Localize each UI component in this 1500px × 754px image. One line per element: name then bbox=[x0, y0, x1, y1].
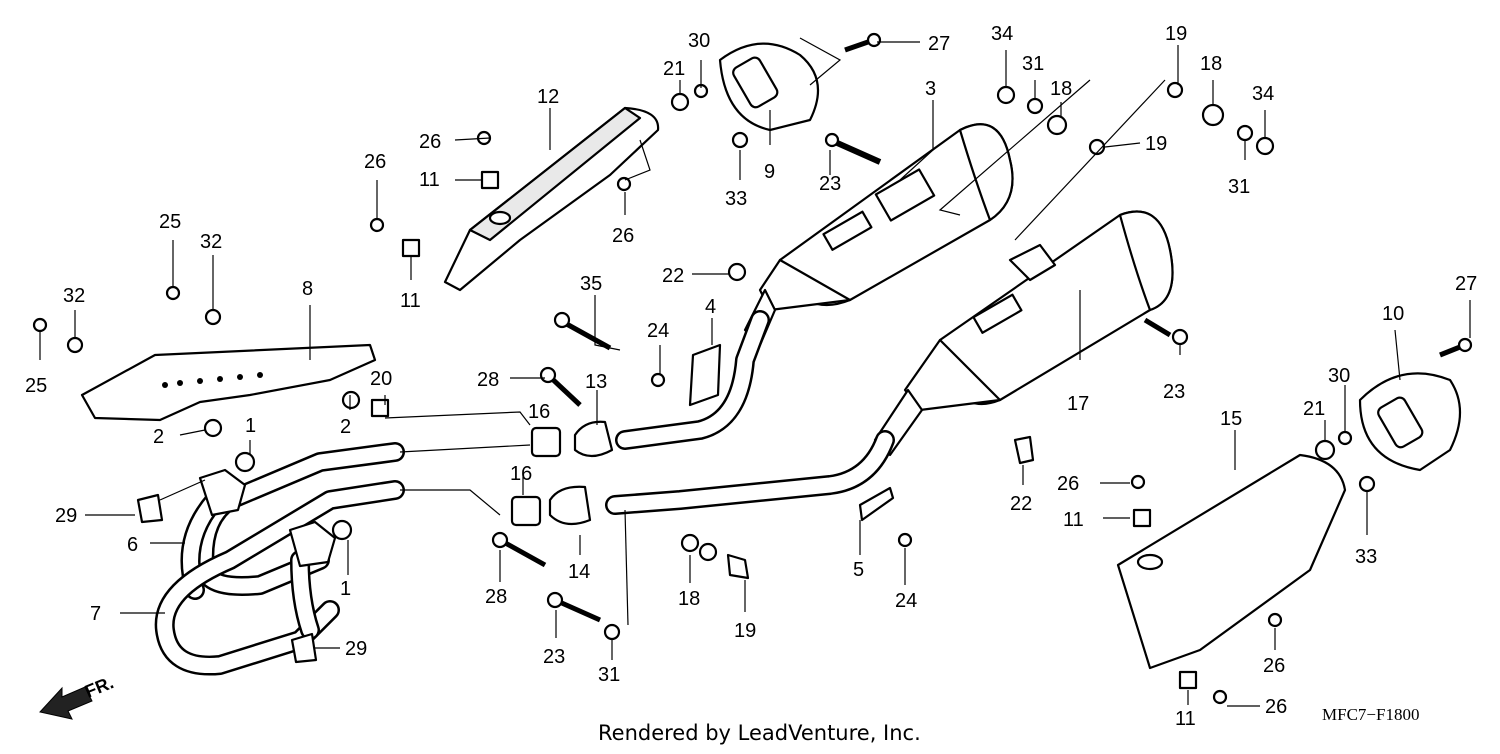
gasket-16-upper[interactable] bbox=[530, 426, 562, 458]
callout-18-topleft: 18 bbox=[1050, 78, 1072, 100]
callout-23-top: 23 bbox=[819, 173, 841, 195]
callout-24-top: 24 bbox=[647, 320, 669, 342]
callout-11-top: 11 bbox=[419, 169, 440, 191]
callout-21-top: 21 bbox=[663, 58, 685, 80]
callout-27-right: 27 bbox=[1455, 273, 1477, 295]
callout-1-lower: 1 bbox=[340, 578, 351, 600]
callout-25-left: 25 bbox=[25, 375, 47, 397]
callout-25-top: 25 bbox=[159, 211, 181, 233]
callout-24-lower: 24 bbox=[895, 590, 917, 612]
callout-15: 15 bbox=[1220, 408, 1242, 430]
bracket-4[interactable] bbox=[688, 343, 722, 407]
callout-16-lower: 16 bbox=[510, 463, 532, 485]
callout-33-top: 33 bbox=[725, 188, 747, 210]
callout-2-left: 2 bbox=[153, 426, 164, 448]
callout-26-top: 26 bbox=[419, 131, 441, 153]
callout-13: 13 bbox=[585, 371, 607, 393]
callout-23-right: 23 bbox=[1163, 381, 1185, 403]
callout-21-right: 21 bbox=[1303, 398, 1325, 420]
callout-32-left: 32 bbox=[63, 285, 85, 307]
callout-30-right: 30 bbox=[1328, 365, 1350, 387]
callout-35: 35 bbox=[580, 273, 602, 295]
callout-3: 3 bbox=[925, 78, 936, 100]
diagram-code: MFC7−F1800 bbox=[1322, 705, 1419, 724]
front-arrow-label: FR. bbox=[82, 672, 116, 701]
callout-26-bottom: 26 bbox=[1265, 696, 1287, 718]
leader-lines bbox=[39, 37, 1471, 707]
front-arrow: FR. bbox=[39, 672, 116, 720]
callout-8: 8 bbox=[302, 278, 313, 300]
callout-31-lower: 31 bbox=[598, 664, 620, 686]
callout-1-top: 1 bbox=[245, 415, 256, 437]
callout-33-right: 33 bbox=[1355, 546, 1377, 568]
pipe-protector-8[interactable] bbox=[80, 343, 377, 422]
callout-19-lower: 19 bbox=[734, 620, 756, 642]
gasket-16-lower[interactable] bbox=[510, 495, 542, 527]
callout-7: 7 bbox=[90, 603, 101, 625]
callout-26-upper-protector: 26 bbox=[612, 225, 634, 247]
front-arrow-icon bbox=[39, 686, 93, 720]
callout-20: 20 bbox=[370, 368, 392, 390]
callout-19-top: 19 bbox=[1165, 23, 1187, 45]
callout-28-top: 28 bbox=[477, 369, 499, 391]
muffler-lower[interactable] bbox=[873, 210, 1174, 457]
callout-18-lower: 18 bbox=[678, 588, 700, 610]
callout-23-lower: 23 bbox=[543, 646, 565, 668]
flange-lower[interactable] bbox=[288, 520, 337, 568]
link-pipe-lower[interactable] bbox=[605, 430, 895, 515]
clamp-14[interactable] bbox=[548, 485, 592, 526]
callout-31-topright: 31 bbox=[1228, 176, 1250, 198]
callout-4: 4 bbox=[705, 296, 716, 318]
callout-22-top: 22 bbox=[662, 265, 684, 287]
callout-29-lower: 29 bbox=[345, 638, 367, 660]
muffler-upper[interactable] bbox=[743, 123, 1014, 347]
callout-6: 6 bbox=[127, 534, 138, 556]
callout-17: 17 bbox=[1067, 393, 1089, 415]
callout-26-left: 26 bbox=[364, 151, 386, 173]
callout-26-lower-protector: 26 bbox=[1263, 655, 1285, 677]
rendered-by-footer: Rendered by LeadVenture, Inc. bbox=[598, 721, 921, 745]
callout-9: 9 bbox=[764, 161, 775, 183]
muffler-protector-15[interactable] bbox=[1116, 453, 1347, 670]
callout-29-upper: 29 bbox=[55, 505, 77, 527]
callout-31-topleft: 31 bbox=[1022, 53, 1044, 75]
end-cap-9[interactable] bbox=[718, 42, 820, 132]
flange-upper[interactable] bbox=[198, 468, 247, 517]
callout-14: 14 bbox=[568, 561, 590, 583]
callout-34-left: 34 bbox=[991, 23, 1013, 45]
callout-numbers: 27 30 21 34 31 18 19 18 34 12 3 26 11 9 … bbox=[25, 23, 1477, 730]
muffler-protector-12[interactable] bbox=[443, 106, 660, 292]
callout-30-top: 30 bbox=[688, 30, 710, 52]
callout-34-right: 34 bbox=[1252, 83, 1274, 105]
callout-19-mid: 19 bbox=[1145, 133, 1167, 155]
callout-5: 5 bbox=[853, 559, 864, 581]
bracket-bolt-23-top[interactable] bbox=[824, 132, 882, 165]
callout-32-top: 32 bbox=[200, 231, 222, 253]
bracket-5[interactable] bbox=[858, 486, 895, 522]
callout-11-right: 11 bbox=[1063, 509, 1084, 531]
callout-2-right: 2 bbox=[340, 416, 351, 438]
callout-11-bottom: 11 bbox=[1175, 708, 1196, 730]
exhaust-pipe-7[interactable] bbox=[154, 480, 405, 676]
callout-12: 12 bbox=[537, 86, 559, 108]
hardware[interactable] bbox=[32, 32, 1473, 705]
callout-18-topright: 18 bbox=[1200, 53, 1222, 75]
callout-10: 10 bbox=[1382, 303, 1404, 325]
callout-11-left: 11 bbox=[400, 290, 421, 312]
callout-16-top: 16 bbox=[528, 401, 550, 423]
callout-27-top: 27 bbox=[928, 33, 950, 55]
end-cap-10[interactable] bbox=[1358, 372, 1461, 472]
clamp-13[interactable] bbox=[573, 420, 614, 458]
callout-22-mid: 22 bbox=[1010, 493, 1032, 515]
callout-26-right: 26 bbox=[1057, 473, 1079, 495]
callout-28-lower: 28 bbox=[485, 586, 507, 608]
link-pipe-upper[interactable] bbox=[615, 310, 770, 450]
